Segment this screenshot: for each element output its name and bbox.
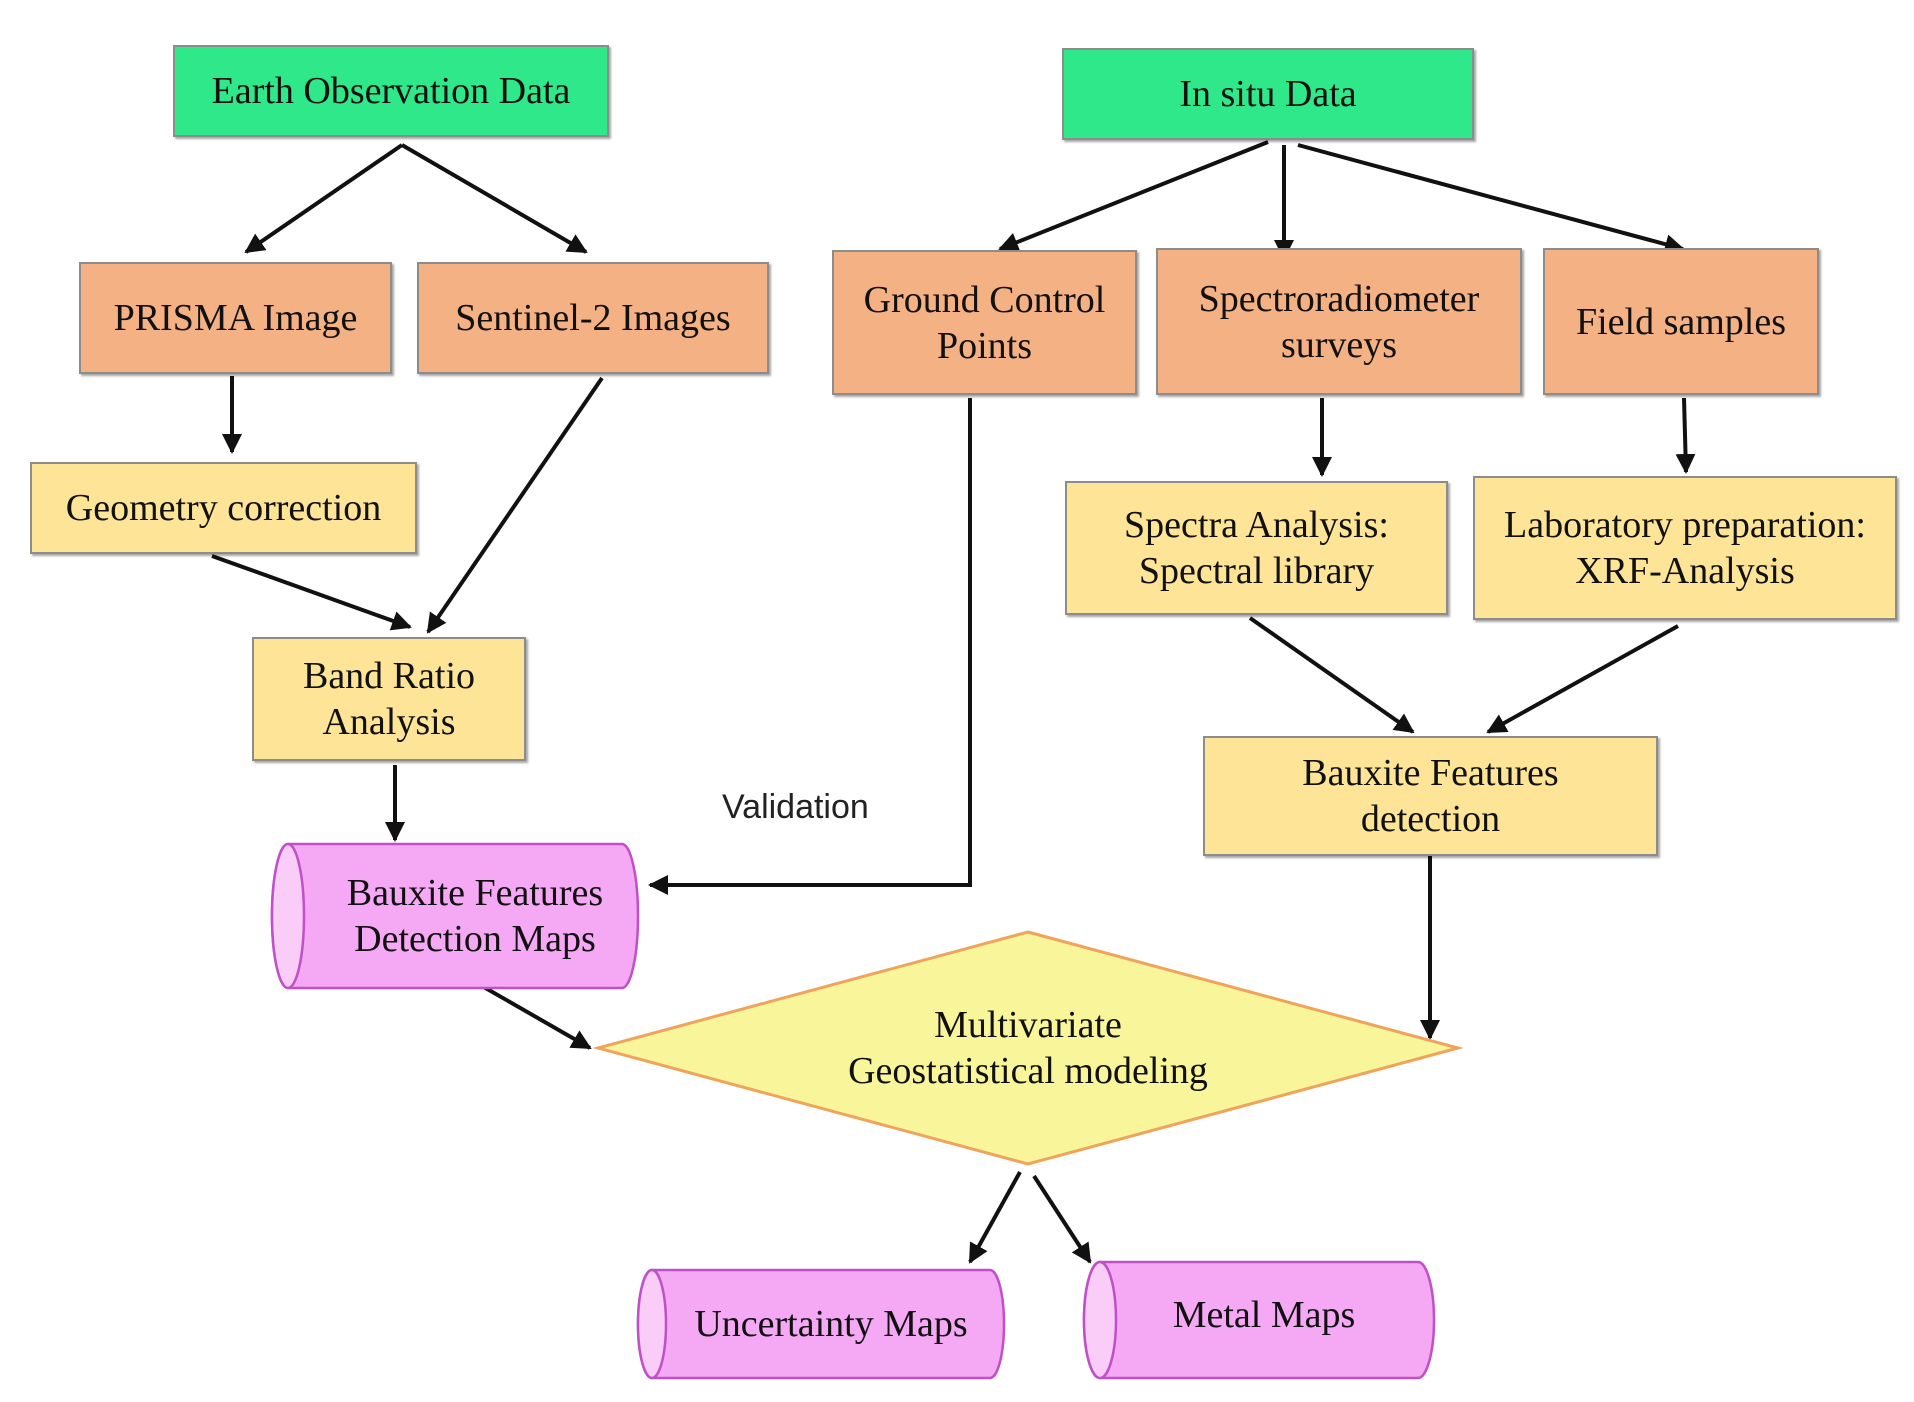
arrow-spectra-to-bauxitedetection — [1248, 616, 1415, 734]
arrow-groundcontrol-to-bauxitemaps — [648, 398, 972, 895]
field-samples-box: Field samples — [1543, 248, 1819, 395]
diamond-shape — [592, 930, 1464, 1166]
metal-maps-cylinder: Metal Maps — [1082, 1260, 1436, 1380]
arrow-insitu-to-fieldsamples — [1297, 143, 1685, 254]
field-samples-label: Field samples — [1575, 300, 1787, 343]
ground-control-points-box: Ground Control Points — [832, 250, 1137, 395]
spectra-analysis-label: Spectra Analysis: Spectral library — [1124, 504, 1389, 592]
band-ratio-analysis-box: Band Ratio Analysis — [252, 637, 526, 761]
spectroradiometer-surveys-box: Spectroradiometer surveys — [1156, 248, 1522, 395]
cylinder-shape — [636, 1268, 1006, 1380]
spectroradiometer-surveys-label: Spectroradiometer surveys — [1198, 277, 1480, 366]
arrow-fieldsamples-to-lab — [1675, 397, 1696, 474]
arrow-multivariate-to-uncertainty — [968, 1171, 1022, 1264]
spectra-analysis-box: Spectra Analysis: Spectral library — [1065, 481, 1448, 615]
validation-label: Validation — [722, 788, 869, 826]
earth-observation-data-box: Earth Observation Data — [173, 45, 609, 137]
multivariate-geostatistical-modeling-label: Multivariate Geostatistical modeling — [848, 1004, 1208, 1092]
geometry-correction-label: Geometry correction — [65, 487, 382, 529]
laboratory-preparation-box: Laboratory preparation: XRF-Analysis — [1473, 476, 1897, 620]
prisma-image-box: PRISMA Image — [79, 262, 392, 374]
arrow-sentinel2-to-bandratio — [426, 376, 604, 634]
arrow-eo-to-prisma — [244, 143, 404, 254]
bauxite-features-detection-maps-label: Bauxite Features Detection Maps — [346, 872, 604, 960]
bauxite-features-detection-label: Bauxite Features detection — [1302, 752, 1559, 840]
earth-observation-data-label: Earth Observation Data — [211, 70, 571, 112]
laboratory-preparation-label: Laboratory preparation: XRF-Analysis — [1504, 504, 1866, 592]
multivariate-geostatistical-modeling-diamond: Multivariate Geostatistical modeling — [592, 930, 1464, 1166]
cylinder-shape — [270, 842, 640, 990]
arrow-geometry-to-bandratio — [211, 554, 412, 631]
arrow-insitu-to-groundcontrol — [998, 140, 1269, 252]
prisma-image-label: PRISMA Image — [113, 297, 358, 339]
arrow-eo-to-sentinel2 — [400, 143, 588, 254]
in-situ-data-box: In situ Data — [1062, 48, 1474, 140]
arrow-bauxitemaps-to-multivariate — [481, 984, 592, 1050]
cylinder-shape — [1082, 1260, 1436, 1380]
metal-maps-label: Metal Maps — [1172, 1294, 1356, 1336]
arrow-multivariate-to-metal — [1032, 1174, 1092, 1264]
band-ratio-analysis-label: Band Ratio Analysis — [302, 655, 476, 743]
bauxite-features-detection-maps-cylinder: Bauxite Features Detection Maps — [270, 842, 640, 990]
bauxite-features-detection-box: Bauxite Features detection — [1203, 736, 1658, 856]
uncertainty-maps-label: Uncertainty Maps — [694, 1303, 968, 1345]
in-situ-data-label: In situ Data — [1179, 73, 1357, 115]
sentinel2-images-label: Sentinel-2 Images — [455, 297, 731, 339]
geometry-correction-box: Geometry correction — [30, 462, 417, 554]
ground-control-points-label: Ground Control Points — [863, 278, 1106, 367]
uncertainty-maps-cylinder: Uncertainty Maps — [636, 1268, 1006, 1380]
sentinel2-images-box: Sentinel-2 Images — [417, 262, 769, 374]
arrow-lab-to-bauxitedetection — [1486, 624, 1679, 734]
